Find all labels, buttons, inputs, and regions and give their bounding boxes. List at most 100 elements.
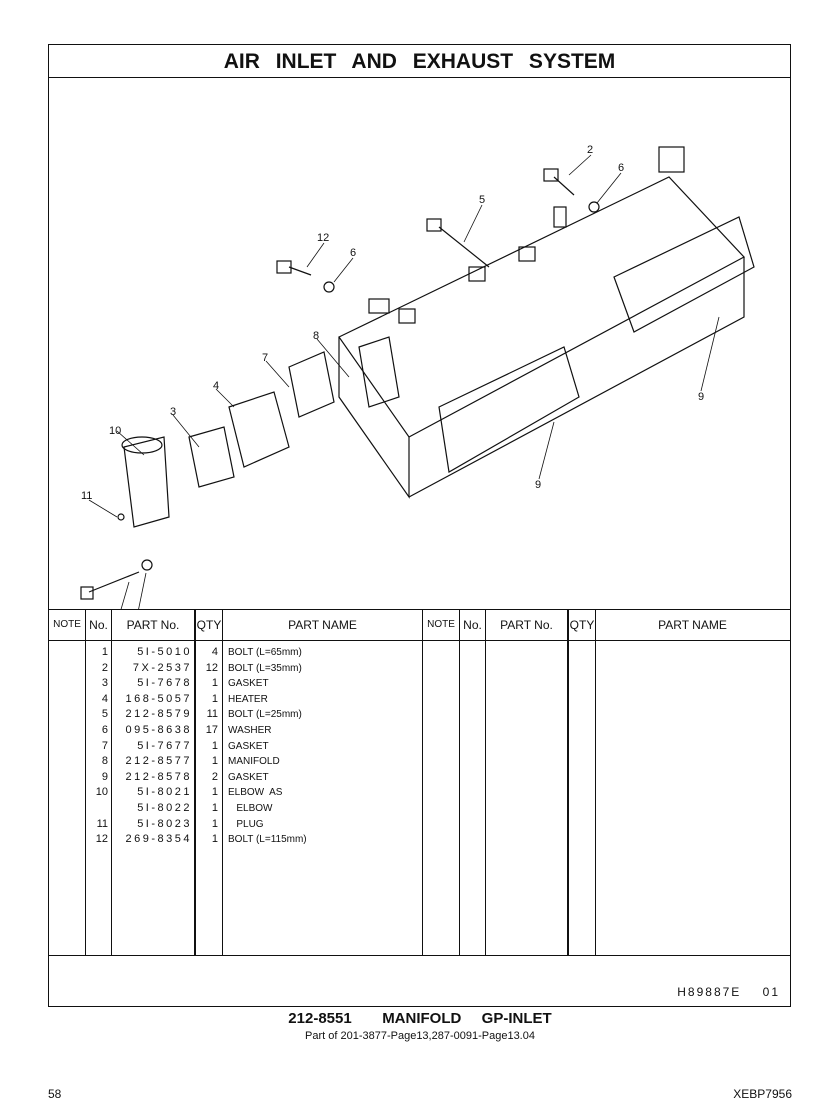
table-row: 1 5I-5010 4 BOLT (L=65mm)	[49, 645, 790, 661]
part-name: BOLT (L=65mm)	[228, 647, 302, 658]
callout-6: 6	[618, 162, 624, 174]
part-name: GASKET	[228, 678, 269, 690]
header-qty: QTY	[196, 618, 222, 632]
callout-6: 6	[350, 247, 356, 259]
bolt-12	[288, 266, 312, 276]
header-no: No.	[89, 618, 108, 632]
part-name: BOLT (L=115mm)	[228, 834, 307, 846]
quantity: 11	[206, 708, 218, 721]
item-number: 2	[101, 661, 108, 674]
callout-7: 7	[262, 352, 268, 364]
callout-5: 5	[479, 194, 485, 206]
item-number: 3	[101, 677, 108, 690]
part-number: 5I-7677	[137, 739, 192, 752]
quantity: 1	[211, 739, 218, 752]
group-reference: Part of 201-3877-Page13,287-0091-Page13.…	[305, 1030, 535, 1042]
page-number: 58	[48, 1087, 62, 1101]
quantity: 1	[211, 817, 218, 830]
section-title: AIR INLET AND EXHAUST SYSTEM	[49, 45, 790, 78]
header-part-name: PART NAME	[288, 618, 357, 632]
header-part-no-2: PART No.	[500, 618, 553, 632]
table-row: 11 5I-8023 1 PLUG	[49, 817, 790, 833]
gasket-9-lower	[438, 346, 580, 473]
quantity: 1	[211, 786, 218, 799]
callout-11: 11	[81, 490, 92, 502]
callout-2: 2	[587, 144, 593, 156]
item-number: 8	[101, 755, 108, 768]
column-divider	[85, 609, 86, 956]
gasket-9-upper	[613, 216, 755, 333]
item-number: 1	[101, 646, 108, 658]
quantity: 1	[211, 677, 218, 690]
item-number: 6	[101, 724, 108, 736]
gasket-3	[188, 426, 235, 488]
part-number: 212-8578	[125, 770, 192, 783]
item-number: 9	[101, 770, 108, 783]
item-number: 4	[101, 692, 108, 705]
part-name: WASHER	[228, 725, 272, 736]
column-divider	[459, 609, 460, 956]
quantity: 1	[211, 802, 218, 814]
column-divider	[567, 609, 569, 956]
quantity: 1	[211, 833, 218, 846]
callout-3: 3	[170, 406, 176, 418]
parts-frame: AIR INLET AND EXHAUST SYSTEM	[48, 44, 791, 1007]
column-divider	[194, 609, 196, 956]
manifold-illustration	[338, 146, 745, 499]
header-part-name-2: PART NAME	[658, 618, 727, 632]
elbow	[123, 436, 170, 528]
gasket-7	[288, 351, 335, 418]
part-number: 212-8579	[125, 708, 192, 721]
header-note: NOTE	[53, 619, 81, 630]
quantity: 1	[211, 692, 218, 705]
bolt-1	[88, 571, 140, 593]
item-number: 11	[96, 817, 108, 830]
callout-9: 9	[698, 391, 704, 403]
leader-lines	[88, 154, 720, 609]
callout-12: 12	[317, 232, 329, 244]
part-name: BOLT (L=25mm)	[228, 709, 302, 721]
item-number	[86, 801, 108, 817]
document-id: XEBP7956	[733, 1087, 792, 1101]
part-name: MANIFOLD	[228, 756, 280, 768]
part-name: ELBOW AS	[228, 787, 283, 799]
part-name: ELBOW	[228, 803, 273, 814]
quantity: 12	[205, 661, 218, 674]
part-number: 269-8354	[125, 833, 192, 846]
quantity: 1	[211, 755, 218, 768]
item-number: 7	[101, 739, 108, 752]
quantity: 4	[211, 646, 218, 658]
callout-4: 4	[213, 380, 219, 392]
table-row: 7 5I-7677 1 GASKET	[49, 739, 790, 755]
table-row: 5I-8022 1 ELBOW	[49, 801, 790, 817]
part-number: 5I-8022	[137, 802, 192, 814]
item-number: 12	[95, 833, 108, 846]
header-note-2: NOTE	[427, 619, 455, 630]
part-number: 5I-8021	[137, 786, 192, 799]
header-part-no: PART No.	[126, 618, 180, 632]
heater	[228, 391, 290, 468]
part-number: 5I-7678	[137, 677, 192, 690]
column-divider	[422, 609, 423, 956]
column-divider	[222, 609, 223, 956]
part-number: 5I-8023	[137, 817, 192, 830]
header-qty-2: QTY	[569, 618, 595, 632]
bolt-2	[553, 176, 575, 196]
exploded-parts-diagram: 2 6 5 12 6 8 7 9 4 3 10 9 11 6 1	[80, 144, 755, 609]
part-name: PLUG	[228, 818, 264, 830]
item-number: 10	[95, 786, 108, 799]
table-footer: H89887E 01	[49, 955, 790, 1007]
callout-8: 8	[313, 330, 319, 342]
part-name: GASKET	[228, 740, 269, 752]
part-number: 5I-5010	[137, 646, 192, 658]
group-title: 212-8551 MANIFOLD GP-INLET	[288, 1010, 552, 1027]
quantity: 17	[205, 724, 218, 736]
part-name: BOLT (L=35mm)	[228, 662, 302, 674]
quantity: 2	[211, 770, 218, 783]
part-number: 212-8577	[125, 755, 192, 768]
table-row: 10 5I-8021 1 ELBOW AS	[49, 785, 790, 801]
